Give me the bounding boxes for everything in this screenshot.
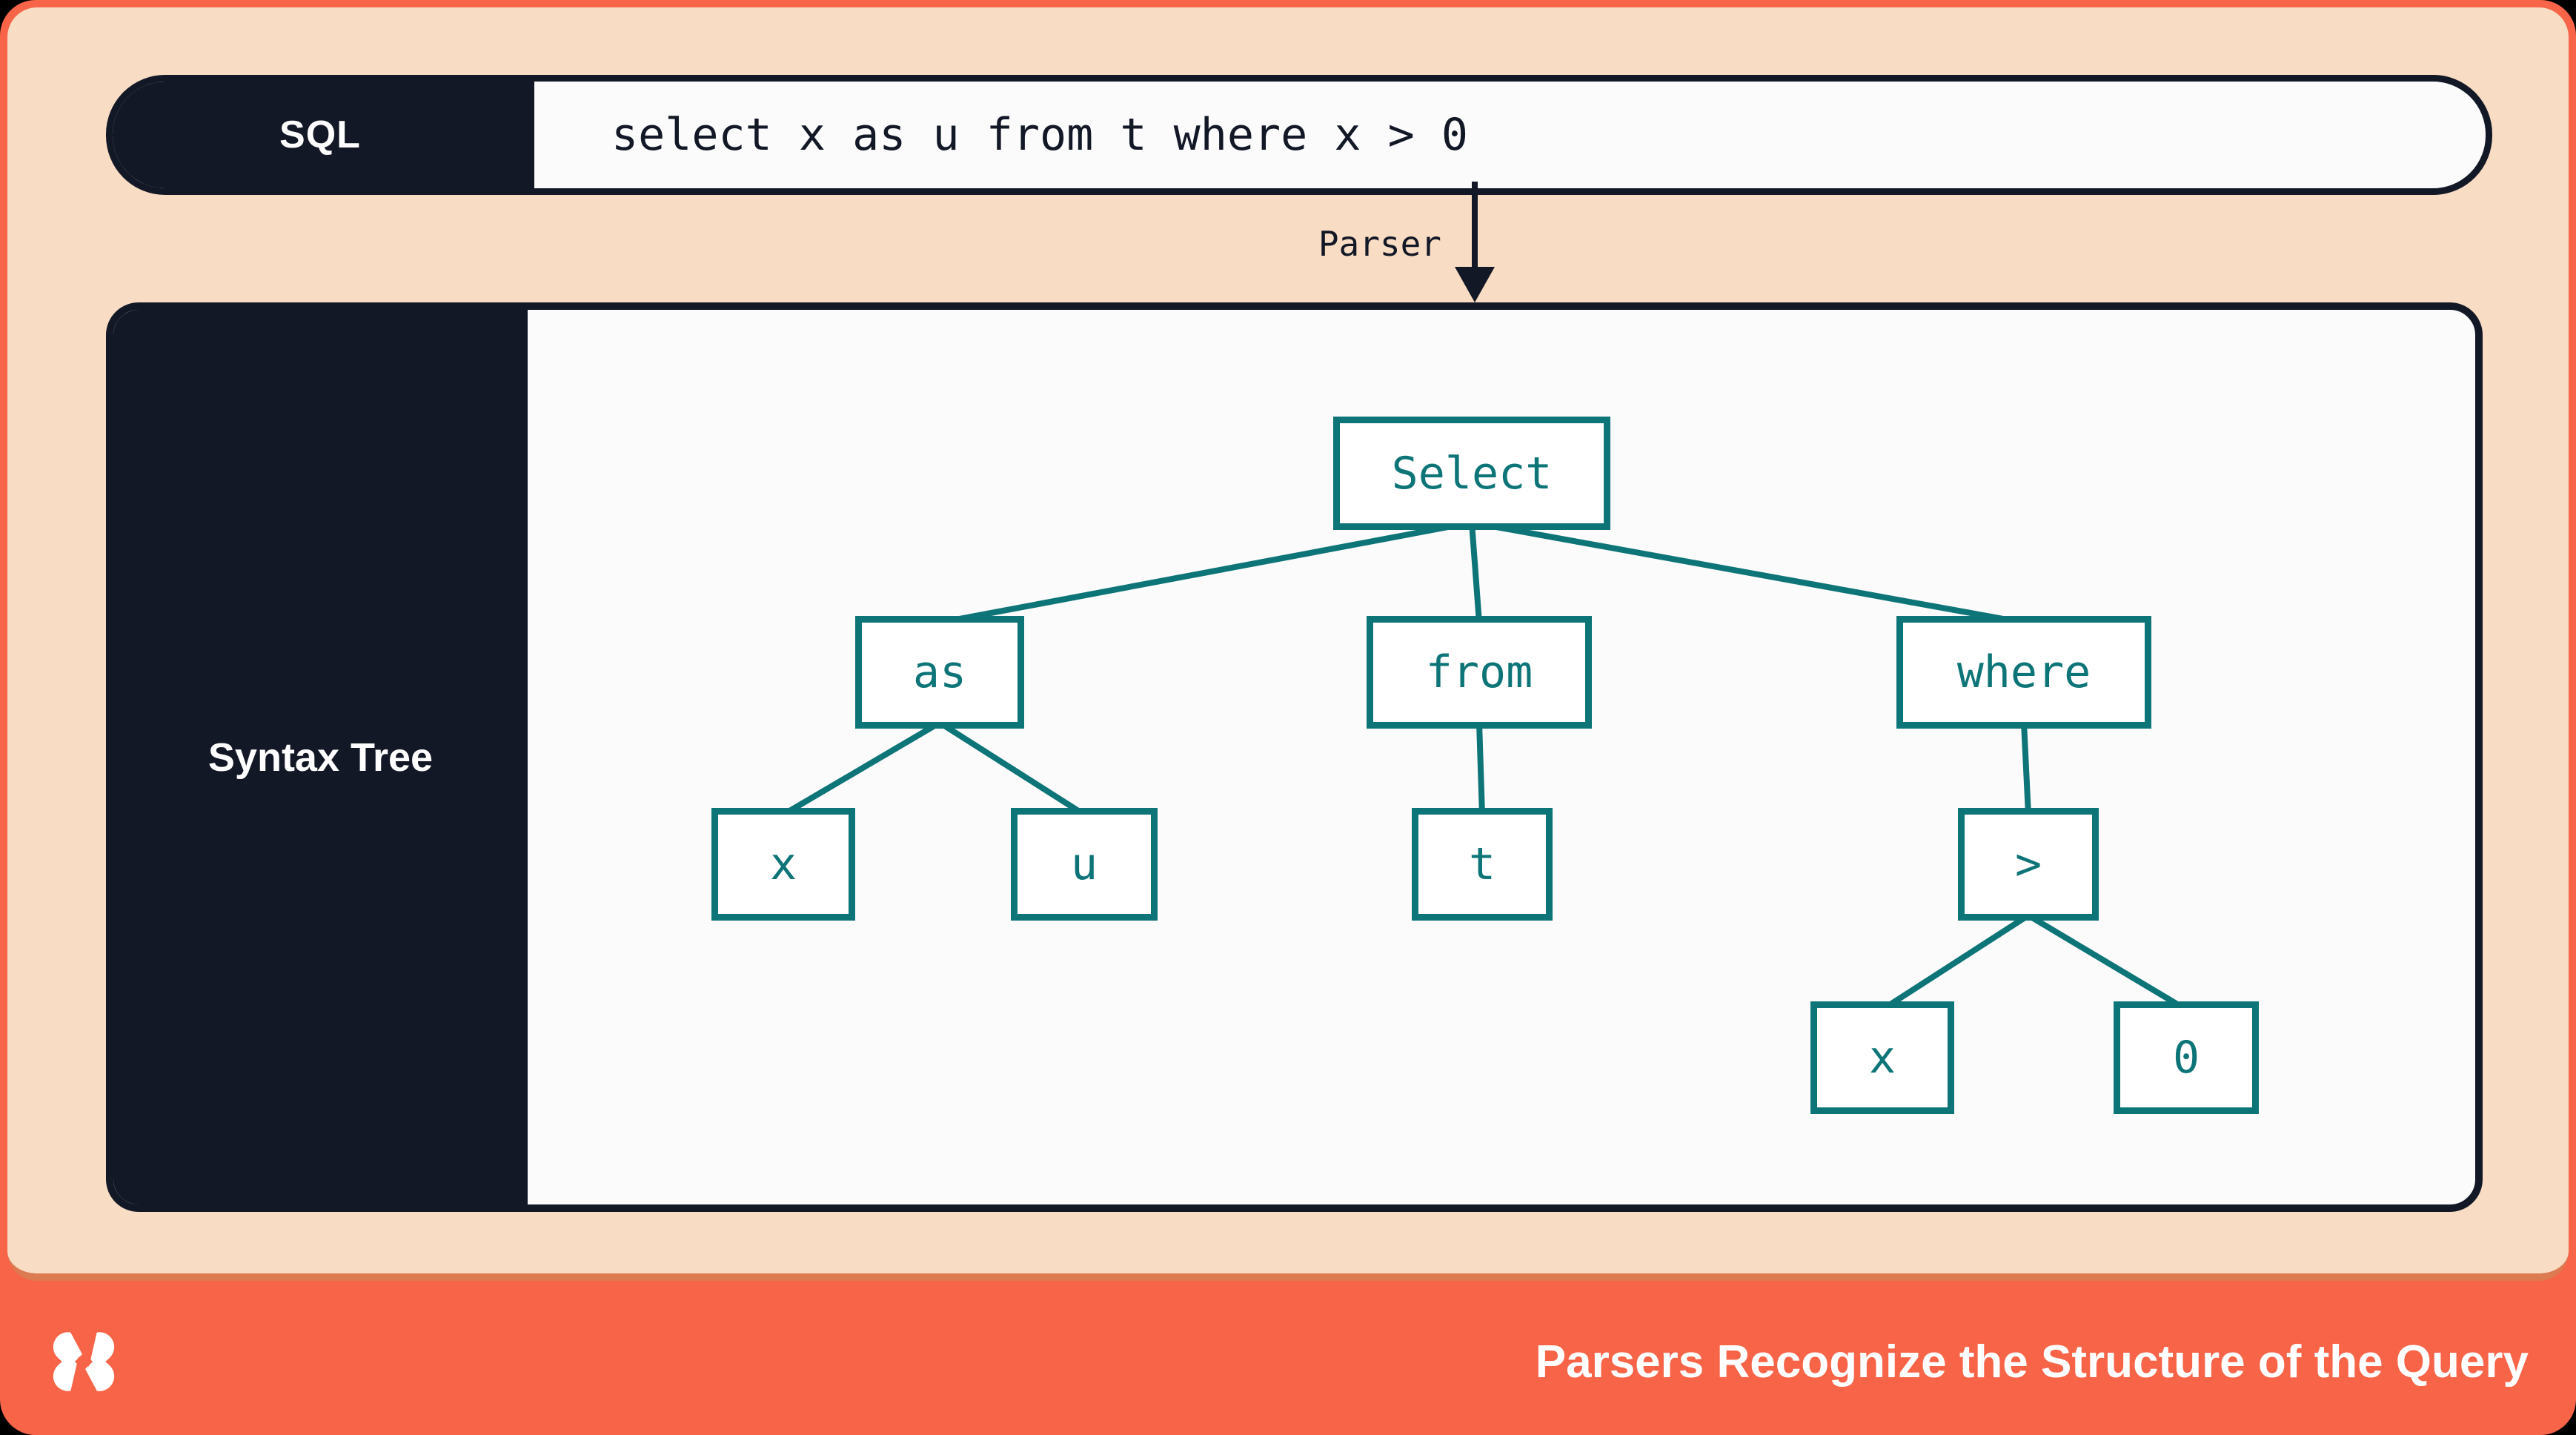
tree-node-from: from — [1367, 616, 1592, 729]
sql-bar-label: SQL — [113, 82, 534, 188]
tree-node-table-t: t — [1412, 808, 1553, 921]
tree-node-zero: 0 — [2114, 1001, 2259, 1114]
tree-node-column-x: x — [711, 808, 855, 921]
footer-title: Parsers Recognize the Structure of the Q… — [1535, 1336, 2529, 1388]
syntax-tree-panel-label: Syntax Tree — [208, 735, 434, 780]
tree-node-where: where — [1896, 616, 2151, 729]
tree-node-as: as — [855, 616, 1024, 729]
syntax-tree-panel-label-column: Syntax Tree — [113, 310, 528, 1204]
footer-bar: Parsers Recognize the Structure of the Q… — [0, 1288, 2576, 1435]
sql-bar: SQL select x as u from t where x > 0 — [106, 75, 2492, 195]
dolt-logo-icon — [47, 1325, 121, 1399]
tree-node-alias-u: u — [1011, 808, 1158, 921]
tree-node-select: Select — [1333, 417, 1610, 530]
parser-step-label: Parser — [1318, 224, 1441, 264]
parser-arrow-line — [1472, 182, 1478, 272]
sql-query-text: select x as u from t where x > 0 — [611, 109, 1468, 161]
syntax-tree-panel: Syntax Tree — [106, 302, 2483, 1212]
tree-node-cond-x: x — [1810, 1001, 1954, 1114]
parser-arrow-head-icon — [1455, 267, 1495, 302]
tree-node-greater-than: > — [1958, 808, 2099, 921]
